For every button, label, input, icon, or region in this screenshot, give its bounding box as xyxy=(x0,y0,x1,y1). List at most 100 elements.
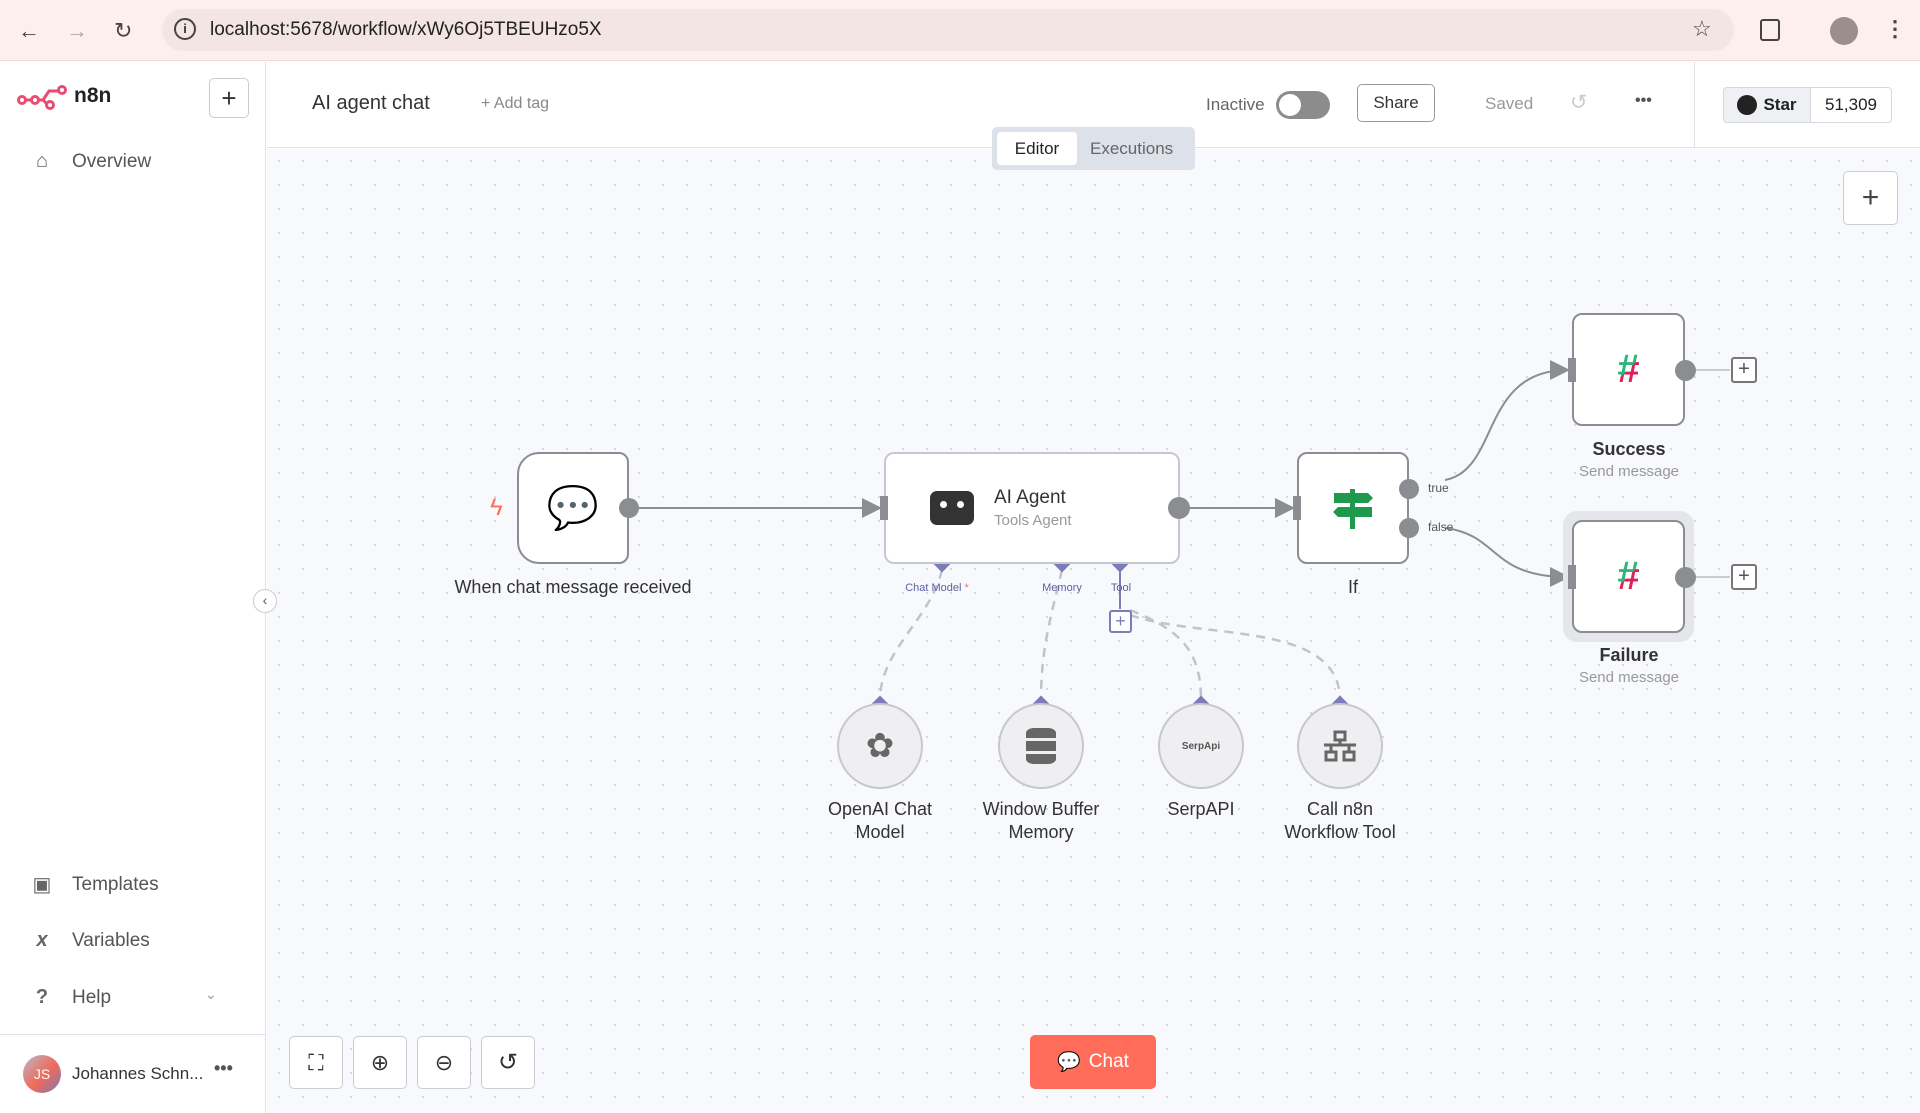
browser-menu-icon[interactable]: ⋮ xyxy=(1884,16,1906,41)
add-tag-button[interactable]: + Add tag xyxy=(481,95,550,112)
sidebar-item-label: Variables xyxy=(72,929,150,951)
sidebar-item-templates[interactable]: ▣Templates xyxy=(30,872,159,897)
github-star-button[interactable]: Star 51,309 xyxy=(1723,87,1892,123)
site-info-icon[interactable]: i xyxy=(174,18,196,40)
true-label: true xyxy=(1428,481,1449,495)
create-button[interactable]: + xyxy=(209,78,249,118)
tab-executions[interactable]: Executions xyxy=(1090,139,1174,158)
question-icon: ? xyxy=(35,986,49,1008)
input-handle[interactable] xyxy=(880,496,888,520)
fit-view-button[interactable]: ⛶ xyxy=(289,1036,343,1089)
input-handle[interactable] xyxy=(1568,358,1576,382)
node-label: If xyxy=(1347,577,1359,597)
output-handle[interactable] xyxy=(1168,497,1190,519)
reload-icon[interactable]: ↻ xyxy=(114,18,133,43)
active-toggle[interactable] xyxy=(1276,91,1330,119)
node-label: When chat message received xyxy=(454,577,692,597)
n8n-logo-icon xyxy=(17,85,67,110)
star-count: 51,309 xyxy=(1825,95,1877,114)
output-handle[interactable] xyxy=(1675,360,1696,381)
forward-icon[interactable]: → xyxy=(66,18,88,43)
false-output-handle[interactable] xyxy=(1399,518,1419,538)
connection-if-false[interactable] xyxy=(1444,527,1570,587)
node-slack-failure[interactable]: # xyxy=(1572,520,1685,633)
saved-status: Saved xyxy=(1485,94,1534,113)
sidebar-item-label: Overview xyxy=(72,150,152,172)
node-label: Call n8n Workflow Tool xyxy=(1284,799,1396,842)
workflow-canvas[interactable] xyxy=(267,149,1920,1113)
user-name: Johannes Schn... xyxy=(72,1064,204,1083)
chat-label: Chat xyxy=(1088,1051,1129,1072)
node-label: Failure xyxy=(1599,645,1659,665)
add-next-node-button[interactable]: + xyxy=(1731,357,1757,383)
node-slack-success[interactable]: # xyxy=(1572,313,1685,426)
reset-zoom-button[interactable]: ↺ xyxy=(481,1036,535,1089)
divider xyxy=(0,1034,266,1035)
variable-x-icon: x xyxy=(36,929,48,951)
false-label: false xyxy=(1428,520,1454,534)
agent-subtitle: Tools Agent xyxy=(994,512,1072,529)
robot-icon xyxy=(930,491,974,525)
ai-connections xyxy=(878,569,1342,701)
node-label: OpenAI Chat Model xyxy=(827,799,933,842)
view-tabs: Editor Executions xyxy=(992,127,1195,170)
port-label-tool: Tool xyxy=(1110,582,1132,594)
browser-toolbar: ← → ↻ i localhost:5678/workflow/xWy6Oj5T… xyxy=(0,0,1920,61)
chat-icon: 💬 xyxy=(1057,1052,1081,1073)
node-call-workflow-tool[interactable] xyxy=(1297,703,1383,789)
avatar[interactable]: JS xyxy=(23,1055,61,1093)
active-status-label: Inactive xyxy=(1206,95,1265,114)
address-bar[interactable]: i localhost:5678/workflow/xWy6Oj5TBEUHzo… xyxy=(162,9,1734,51)
node-label: SerpAPI xyxy=(1167,799,1235,819)
zoom-out-button[interactable]: ⊖ xyxy=(417,1036,471,1089)
more-options-icon[interactable]: ••• xyxy=(1635,92,1652,109)
connection-if-true[interactable] xyxy=(1444,360,1570,481)
slack-icon: # xyxy=(1617,554,1640,598)
input-handle[interactable] xyxy=(1293,496,1301,520)
box-icon: ▣ xyxy=(32,874,52,896)
agent-title: AI Agent xyxy=(994,487,1066,508)
share-button[interactable]: Share xyxy=(1357,84,1435,122)
trigger-bolt-icon: ϟ xyxy=(490,494,503,521)
port-label-memory: Memory xyxy=(1042,582,1082,594)
chevron-down-icon[interactable]: ⌄ xyxy=(205,986,217,1002)
port-label-chat-model: Chat Model * xyxy=(905,582,969,594)
output-handle[interactable] xyxy=(1675,567,1696,588)
tab-editor[interactable]: Editor xyxy=(997,132,1077,165)
collapse-sidebar-button[interactable]: ‹ xyxy=(253,589,277,613)
sidebar-item-help[interactable]: ? Help xyxy=(30,986,111,1009)
sidebar-item-variables[interactable]: x Variables xyxy=(30,929,150,952)
brand-name: n8n xyxy=(74,84,112,107)
home-icon: ⌂ xyxy=(35,150,49,172)
extensions-icon[interactable] xyxy=(1760,19,1780,41)
back-icon[interactable]: ← xyxy=(18,18,40,43)
star-label: Star xyxy=(1763,95,1797,114)
sidebar: n8n + ⌂ Overview ▣Templates x Variables ? H… xyxy=(0,62,266,1113)
bookmark-star-icon[interactable]: ☆ xyxy=(1692,16,1712,41)
node-subtitle: Send message xyxy=(1578,669,1680,686)
zoom-in-button[interactable]: ⊕ xyxy=(353,1036,407,1089)
chat-button[interactable]: 💬 Chat xyxy=(1030,1035,1156,1089)
add-next-node-button[interactable]: + xyxy=(1731,564,1757,590)
add-tool-button[interactable]: + xyxy=(1109,610,1132,633)
divider xyxy=(1694,62,1695,148)
sidebar-item-overview[interactable]: ⌂ Overview xyxy=(30,150,151,173)
node-label: Success xyxy=(1592,439,1666,459)
port-diamonds[interactable] xyxy=(871,554,1349,713)
user-menu-icon[interactable]: ••• xyxy=(214,1058,233,1078)
history-icon[interactable]: ↺ xyxy=(1570,91,1588,114)
output-handle[interactable] xyxy=(619,498,639,518)
sidebar-item-label: Help xyxy=(72,986,112,1008)
node-chat-trigger[interactable]: 💬 xyxy=(517,452,629,564)
node-openai-chat-model[interactable]: ✿ xyxy=(837,703,923,789)
node-serpapi[interactable]: SerpApi xyxy=(1158,703,1244,789)
add-node-button[interactable]: + xyxy=(1843,171,1898,225)
profile-avatar[interactable] xyxy=(1830,17,1858,45)
sitemap-icon xyxy=(1324,730,1356,762)
true-output-handle[interactable] xyxy=(1399,479,1419,499)
workflow-title[interactable]: AI agent chat xyxy=(312,92,430,114)
input-handle[interactable] xyxy=(1568,565,1576,589)
node-window-buffer-memory[interactable] xyxy=(998,703,1084,789)
node-if[interactable] xyxy=(1297,452,1409,564)
